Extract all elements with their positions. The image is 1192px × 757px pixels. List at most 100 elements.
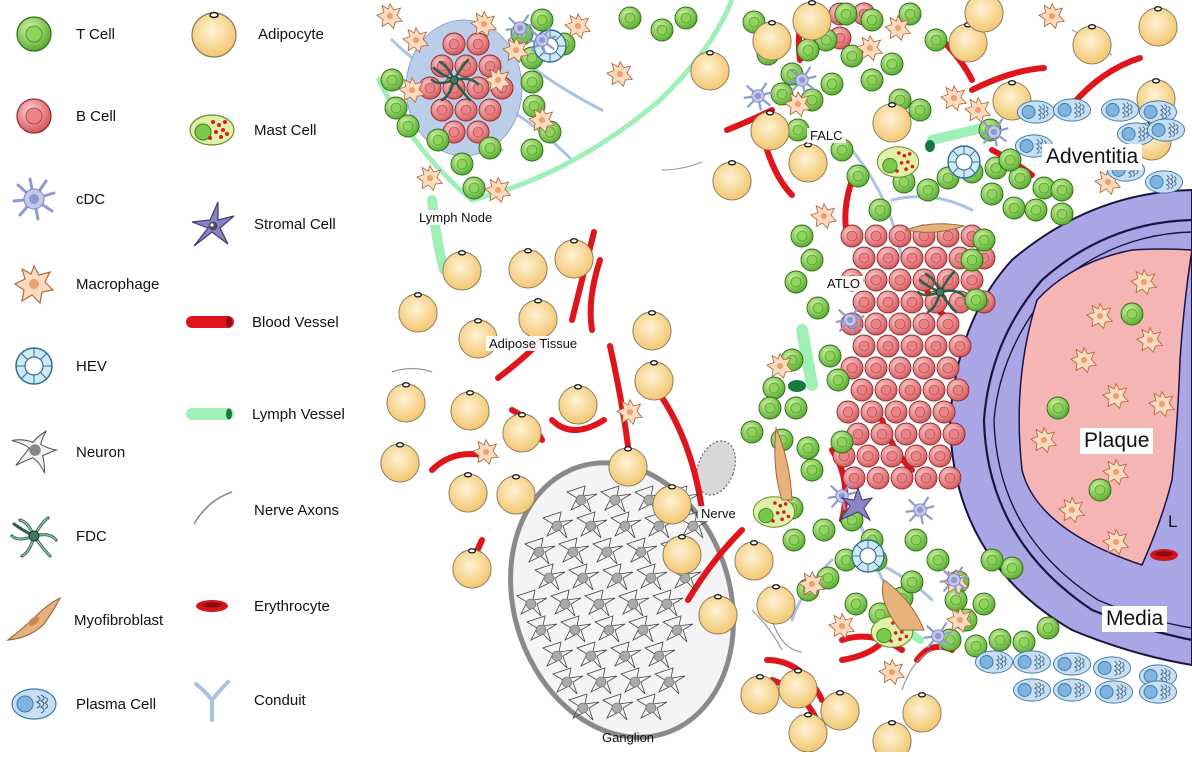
label-media: Media: [1102, 606, 1168, 632]
legend-item-blood-vessel: Blood Vessel: [182, 298, 339, 346]
t-cell: [868, 198, 892, 222]
t-cell: [618, 6, 642, 30]
mast-cell: [876, 146, 920, 178]
b-cell: [454, 98, 478, 122]
label-adventitia: Adventitia: [1042, 144, 1143, 170]
t-cell: [846, 164, 870, 188]
t-cell: [904, 528, 928, 552]
mast-cell-icon: [188, 106, 236, 154]
b-cell: [914, 466, 938, 490]
b-cell: [876, 334, 900, 358]
adipocyte: [518, 298, 558, 339]
adipocyte: [450, 390, 490, 431]
b-cell: [946, 378, 970, 402]
b-cell: [860, 400, 884, 424]
stromal-cell: [838, 486, 874, 522]
tissue-illustration: [375, 0, 1192, 757]
label-nerve: Nerve: [698, 506, 739, 521]
legend-label-stromal-cell: Stromal Cell: [254, 215, 336, 233]
label-atlo: ATLO: [824, 276, 863, 291]
t-cell: [860, 8, 884, 32]
adipocyte: [902, 692, 942, 733]
plasma-cell: [1094, 680, 1134, 704]
nerve-axon: [661, 161, 703, 171]
t-cell: [1050, 178, 1074, 202]
t-cell: [784, 396, 808, 420]
plasma-cell-icon: [10, 680, 58, 728]
fdc-icon: [10, 512, 58, 560]
t-cell: [924, 28, 948, 52]
legend-item-myofibroblast: Myofibroblast: [6, 596, 163, 644]
macrophage: [810, 203, 837, 229]
legend: T Cell B Cell cDC Macrophage HEV Neuron: [0, 0, 372, 752]
legend-label-erythrocyte: Erythrocyte: [254, 597, 330, 615]
t-cell: [762, 376, 786, 400]
legend-item-fdc: FDC: [10, 512, 107, 560]
t-cell: [1050, 202, 1074, 226]
b-cell: [442, 32, 466, 56]
legend-item-erythrocyte: Erythrocyte: [188, 582, 330, 630]
nerve: [695, 440, 737, 496]
t-cell: [818, 344, 842, 368]
adipocyte: [788, 712, 828, 753]
nerve-axons-icon: [188, 486, 236, 534]
macrophage: [878, 659, 905, 685]
b-cell: [866, 466, 890, 490]
t-cell: [650, 18, 674, 42]
legend-label-neuron: Neuron: [76, 443, 126, 461]
legend-label-b-cell: B Cell: [76, 107, 117, 125]
b-cell: [912, 356, 936, 380]
myofibroblast: [904, 223, 966, 233]
adipocyte: [712, 160, 752, 201]
t-cell: [800, 458, 824, 482]
b-cell: [874, 378, 898, 402]
b-cell: [864, 268, 888, 292]
t-cell: [478, 136, 502, 160]
legend-item-b-cell: B Cell: [10, 92, 116, 140]
legend-label-fdc: FDC: [76, 527, 107, 545]
t-cell: [806, 296, 830, 320]
legend-label-myofibroblast: Myofibroblast: [74, 611, 164, 629]
t-cell: [786, 118, 810, 142]
b-cell: [924, 334, 948, 358]
b-cell: [842, 466, 866, 490]
plasma-cell: [1100, 98, 1140, 122]
myofibroblast: [881, 579, 925, 631]
adipocyte: [756, 584, 796, 625]
plasma-cell: [1144, 170, 1184, 194]
b-cell: [850, 378, 874, 402]
t-cell-icon: [10, 10, 58, 58]
macrophage-icon: [10, 260, 58, 308]
lymph-vessel: [796, 324, 818, 391]
t-cell: [980, 182, 1004, 206]
b-cell: [478, 98, 502, 122]
t-cell: [980, 548, 1004, 572]
b-cell: [876, 246, 900, 270]
blood-vessel: [1069, 55, 1143, 108]
legend-item-stromal-cell: Stromal Cell: [188, 200, 336, 248]
b-cell: [430, 98, 454, 122]
b-cell: [884, 400, 908, 424]
legend-label-adipocyte: Adipocyte: [258, 25, 324, 43]
blood-vessel-icon: [182, 298, 238, 346]
plasma-cell: [1016, 100, 1056, 124]
adipocyte: [792, 0, 832, 41]
myofibroblast: [774, 426, 793, 501]
plasma-cell: [974, 650, 1014, 674]
legend-item-nerve-axons: Nerve Axons: [188, 486, 339, 534]
t-cell: [520, 138, 544, 162]
t-cell: [462, 176, 486, 200]
blood-vessel: [429, 451, 485, 473]
b-cell: [894, 422, 918, 446]
mast-cell: [752, 496, 796, 528]
t-cell: [830, 430, 854, 454]
b-cell: [876, 290, 900, 314]
legend-label-mast-cell: Mast Cell: [254, 121, 317, 139]
t-cell: [796, 38, 820, 62]
t-cell: [960, 248, 984, 272]
b-cell: [870, 422, 894, 446]
adipocyte: [452, 548, 492, 589]
adipocyte: [398, 292, 438, 333]
hev: [851, 539, 885, 573]
plasma-cell: [1146, 118, 1186, 142]
